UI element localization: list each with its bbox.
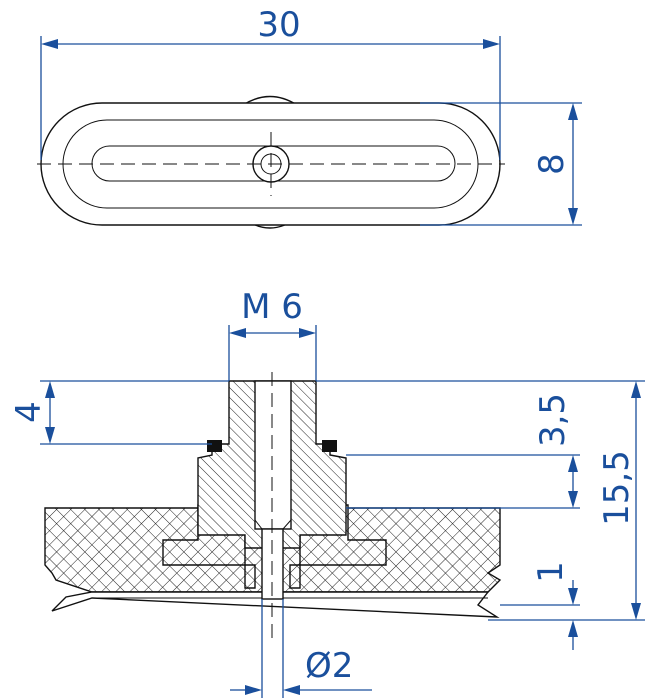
seal-ring-left (207, 440, 222, 452)
section-view (44, 372, 502, 640)
dimension-thread-length: 4 (9, 380, 229, 445)
step-label: 3,5 (533, 393, 573, 447)
dimension-overall: 3,5 15,5 1 (316, 380, 645, 650)
width-label: 30 (257, 5, 300, 45)
thread-label: M 6 (241, 287, 303, 327)
lip-label: 1 (531, 561, 571, 583)
dimension-width: 30 (40, 5, 501, 160)
height-label: 8 (532, 153, 572, 175)
seal-ring-right (322, 440, 337, 452)
dimension-height-top: 8 (420, 102, 582, 226)
top-view (37, 95, 505, 229)
central-bore (254, 380, 292, 530)
overall-height-label: 15,5 (597, 450, 637, 526)
bore-label: Ø2 (305, 646, 353, 686)
dimension-thread: M 6 (228, 287, 317, 381)
thread-length-label: 4 (9, 401, 49, 423)
dimension-bore: Ø2 (230, 599, 372, 698)
